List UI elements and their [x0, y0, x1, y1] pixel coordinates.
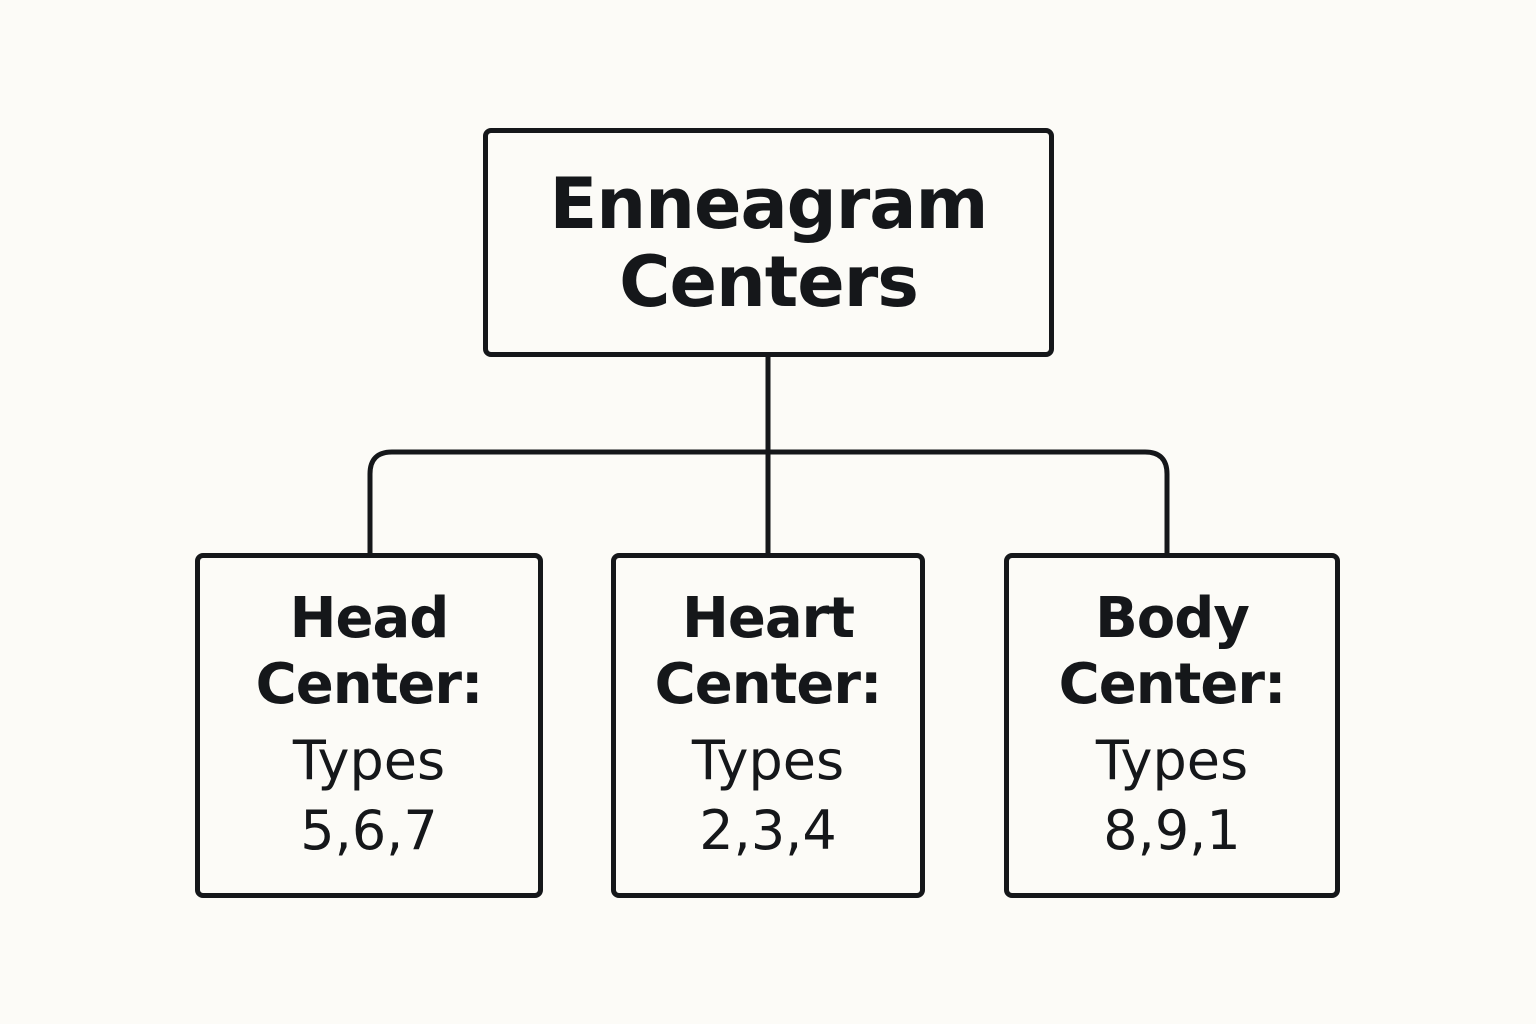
head-center-name-line-1: Head — [289, 586, 450, 651]
head-center-types-values: 5,6,7 — [300, 799, 438, 862]
root-title-line-2: Centers — [619, 240, 919, 323]
root-title-line-1: Enneagram — [549, 162, 988, 245]
body-center-name-line-1: Body — [1095, 586, 1250, 651]
root-node-enneagram-centers: Enneagram Centers — [483, 128, 1054, 357]
heart-center-name-line-2: Center: — [654, 652, 883, 717]
heart-center-types-values: 2,3,4 — [699, 799, 837, 862]
branch-connector-right — [768, 449, 1170, 553]
branch-connector-left — [367, 449, 768, 553]
body-center-node: Body Center: Types 8,9,1 — [1004, 553, 1340, 898]
body-center-name-line-2: Center: — [1058, 652, 1287, 717]
body-center-types-values: 8,9,1 — [1103, 799, 1241, 862]
head-center-node: Head Center: Types 5,6,7 — [195, 553, 543, 898]
heart-center-name-line-1: Heart — [681, 586, 855, 651]
head-center-types-label: Types — [292, 729, 446, 792]
heart-center-node: Heart Center: Types 2,3,4 — [611, 553, 925, 898]
heart-center-types-label: Types — [691, 729, 845, 792]
body-center-types-label: Types — [1095, 729, 1249, 792]
head-center-name-line-2: Center: — [255, 652, 484, 717]
